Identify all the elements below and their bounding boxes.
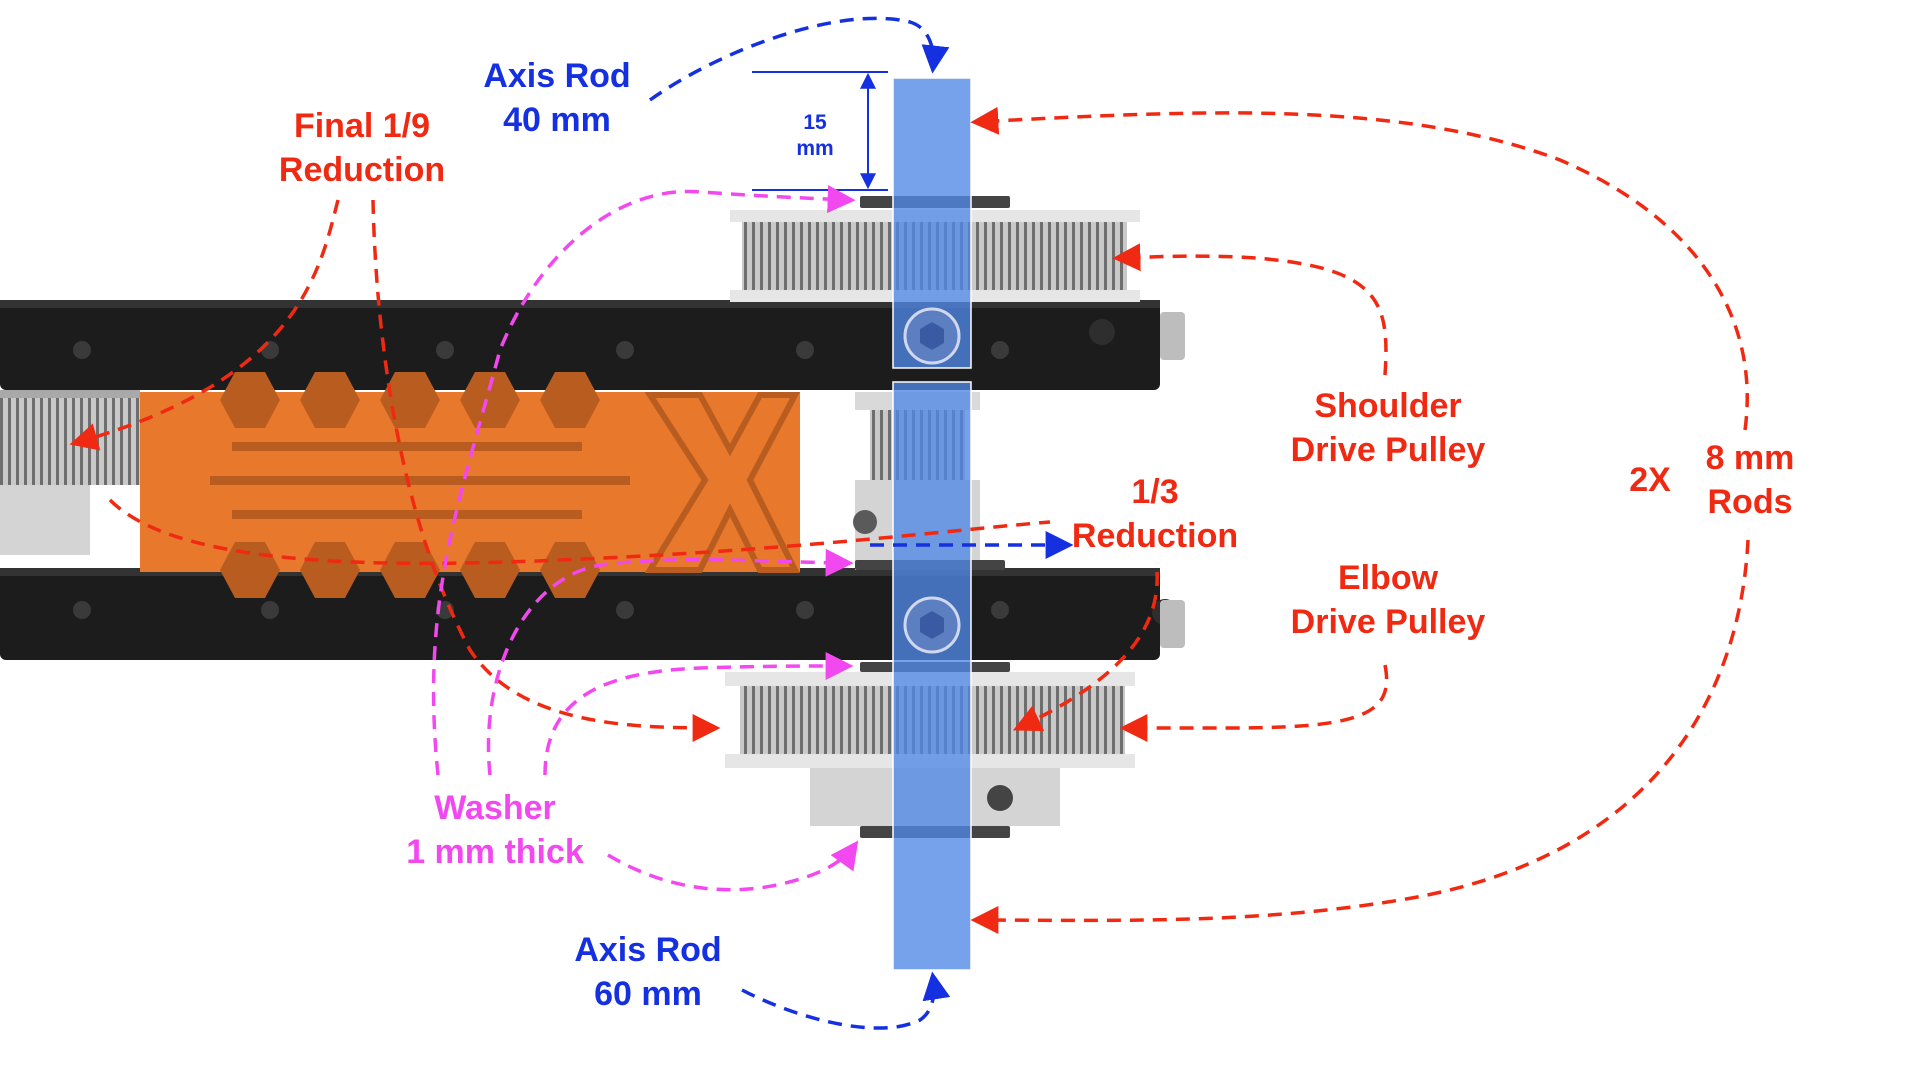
washer-line1: Washer xyxy=(434,789,556,827)
third-reduction-line1: 1/3 xyxy=(1131,473,1179,511)
blue-annotation-arrows xyxy=(648,16,1074,1030)
washer-line2: 1 mm thick xyxy=(406,833,584,872)
axis-rod-bottom-line1: Axis Rod xyxy=(574,931,722,969)
axis-rod-60mm xyxy=(892,381,972,971)
axis-rods xyxy=(892,77,972,971)
rods-label: 8 mm Rods xyxy=(1685,436,1815,524)
axis-rod-top-line2: 40 mm xyxy=(503,101,611,140)
axis-rod-top-line1: Axis Rod xyxy=(483,57,631,95)
washer-label: Washer 1 mm thick xyxy=(380,786,610,874)
upper-arm-link xyxy=(0,300,1185,390)
left-small-pulley xyxy=(0,390,140,555)
hex-screws xyxy=(903,307,961,654)
rods-line1: 8 mm xyxy=(1705,439,1795,477)
shoulder-pulley-line1: Shoulder xyxy=(1314,387,1462,425)
final-reduction-line2: Reduction xyxy=(278,151,446,190)
third-reduction-label: 1/3 Reduction xyxy=(1062,470,1248,558)
final-reduction-label: Final 1/9 Reduction xyxy=(262,104,462,192)
axis-rod-bottom-line2: 60 mm xyxy=(594,975,702,1014)
dimension-line1: 15 xyxy=(803,111,827,134)
pink-annotation-arrows xyxy=(431,185,859,892)
elbow-pulley-line2: Drive Pulley xyxy=(1290,603,1486,642)
final-reduction-line1: Final 1/9 xyxy=(293,107,431,145)
axis-rod-bottom-label: Axis Rod 60 mm xyxy=(553,928,743,1016)
dimension-15mm xyxy=(752,71,888,191)
rods-line2: Rods xyxy=(1707,483,1793,522)
shoulder-pulley-label: Shoulder Drive Pulley xyxy=(1268,384,1508,472)
dimension-label: 15 mm xyxy=(790,110,840,163)
elbow-pulley-label: Elbow Drive Pulley xyxy=(1268,556,1508,644)
axis-rod-top-label: Axis Rod 40 mm xyxy=(462,54,652,142)
elbow-pulley-line1: Elbow xyxy=(1337,559,1439,597)
shoulder-pulley-line2: Drive Pulley xyxy=(1290,431,1486,470)
rods-count-label: 2X xyxy=(1615,458,1685,502)
dimension-line2: mm xyxy=(796,137,834,161)
rods-count-text: 2X xyxy=(1629,461,1671,499)
orange-spacer-block xyxy=(140,372,800,598)
red-annotation-arrows xyxy=(69,106,1750,935)
third-reduction-line2: Reduction xyxy=(1071,517,1239,556)
